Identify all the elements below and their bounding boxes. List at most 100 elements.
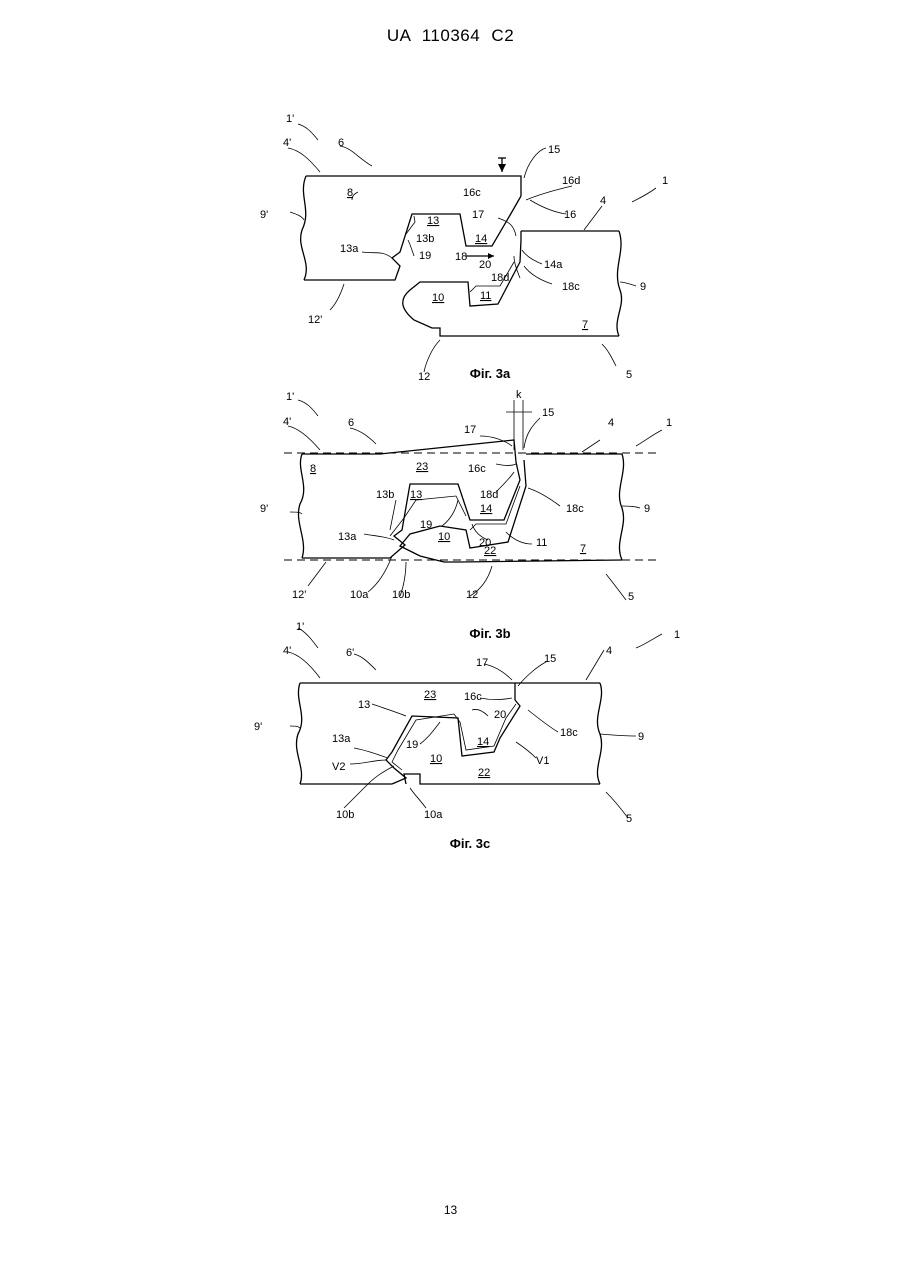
caption-fig-3b: Фіг. 3b	[469, 626, 510, 641]
label-13: 13	[410, 489, 422, 501]
label-14: 14	[475, 233, 487, 245]
label-k: k	[516, 389, 522, 401]
label-17: 17	[472, 209, 484, 221]
label-16d: 16d	[562, 175, 580, 187]
label-4: 4	[606, 645, 612, 657]
label-8: 8	[347, 187, 353, 199]
label-17: 17	[476, 657, 488, 669]
label-4: 4	[600, 195, 606, 207]
label-18: 18	[455, 251, 467, 263]
label-9p: 9'	[254, 721, 262, 733]
label-19: 19	[406, 739, 418, 751]
label-20: 20	[479, 259, 491, 271]
label-6: 6	[338, 137, 344, 149]
label-10: 10	[438, 531, 450, 543]
label-22: 22	[484, 545, 496, 557]
caption-fig-3c: Фіг. 3c	[450, 836, 491, 851]
label-14: 14	[477, 736, 489, 748]
label-1: 1	[674, 629, 680, 641]
caption-fig-3a: Фіг. 3a	[470, 366, 511, 381]
label-23: 23	[424, 689, 436, 701]
left-break-line-3c	[296, 683, 301, 784]
label-11: 11	[536, 537, 547, 549]
label-10b: 10b	[392, 589, 410, 601]
label-20: 20	[494, 709, 506, 721]
label-12p: 12'	[292, 589, 306, 601]
label-1p: 1'	[296, 621, 304, 633]
figure-3b: k 1' 15 17 4' 6 4 1 8 23 16c 13b 13 18d …	[260, 389, 672, 641]
label-16c: 16c	[468, 463, 486, 475]
label-6: 6	[348, 417, 354, 429]
label-22: 22	[478, 767, 490, 779]
label-V2: V2	[332, 761, 345, 773]
label-12p: 12'	[308, 314, 322, 326]
label-4p: 4'	[283, 645, 291, 657]
label-13a: 13a	[340, 243, 359, 255]
page-number: 13	[0, 1203, 901, 1217]
label-V1: V1	[536, 755, 549, 767]
label-10: 10	[430, 753, 442, 765]
left-panel-break-line-3b	[298, 454, 303, 558]
label-18c: 18c	[566, 503, 584, 515]
label-12: 12	[418, 371, 430, 383]
right-panel-break-line	[617, 231, 622, 336]
label-18d: 18d	[480, 489, 498, 501]
label-7: 7	[580, 543, 586, 555]
force-arrow-head	[498, 164, 506, 172]
label-13a: 13a	[332, 733, 351, 745]
label-4p: 4'	[283, 137, 291, 149]
label-1p: 1'	[286, 391, 294, 403]
label-13b: 13b	[376, 489, 394, 501]
label-17: 17	[464, 424, 476, 436]
label-14a: 14a	[544, 259, 563, 271]
label-9p: 9'	[260, 503, 268, 515]
label-10a: 10a	[424, 809, 443, 821]
label-18c: 18c	[560, 727, 578, 739]
dimension-k	[506, 400, 532, 450]
label-4p: 4'	[283, 416, 291, 428]
right-break-line-3c	[597, 683, 601, 784]
label-19: 19	[419, 250, 431, 262]
label-6p: 6'	[346, 647, 354, 659]
label-5: 5	[626, 813, 632, 825]
joined-bottom-edge-3c	[300, 774, 600, 784]
label-16c: 16c	[463, 187, 481, 199]
label-19: 19	[420, 519, 432, 531]
label-5: 5	[628, 591, 634, 603]
label-9: 9	[644, 503, 650, 515]
label-5: 5	[626, 369, 632, 381]
left-panel-top-edge-3b	[302, 440, 516, 462]
label-16c: 16c	[464, 691, 482, 703]
label-15: 15	[548, 144, 560, 156]
figure-3a: 1' 4' 6 15 16d 1 16c 16 4 8 9' 13 17 13b…	[260, 113, 668, 383]
label-13: 13	[427, 215, 439, 227]
left-panel-top-edge	[306, 176, 521, 196]
left-panel-break-line	[301, 176, 307, 280]
label-15: 15	[544, 653, 556, 665]
label-13b: 13b	[416, 233, 434, 245]
label-10: 10	[432, 292, 444, 304]
label-1p: 1'	[286, 113, 294, 125]
figure-3c: 1' 1 4' 6' 17 15 4 23 16c 13 20 9' 18c 9…	[254, 621, 680, 851]
label-7: 7	[582, 319, 588, 331]
label-10b: 10b	[336, 809, 354, 821]
label-18d: 18d	[491, 272, 509, 284]
label-14: 14	[480, 503, 492, 515]
label-1: 1	[666, 417, 672, 429]
label-23: 23	[416, 461, 428, 473]
label-9: 9	[638, 731, 644, 743]
label-10a: 10a	[350, 589, 369, 601]
label-4: 4	[608, 417, 614, 429]
label-1: 1	[662, 175, 668, 187]
label-12: 12	[466, 589, 478, 601]
label-13: 13	[358, 699, 370, 711]
label-13a: 13a	[338, 531, 357, 543]
label-9: 9	[640, 281, 646, 293]
label-18c: 18c	[562, 281, 580, 293]
label-16: 16	[564, 209, 576, 221]
label-8: 8	[310, 463, 316, 475]
label-11: 11	[480, 290, 491, 302]
right-panel-break-line-3b	[619, 454, 623, 560]
label-15: 15	[542, 407, 554, 419]
